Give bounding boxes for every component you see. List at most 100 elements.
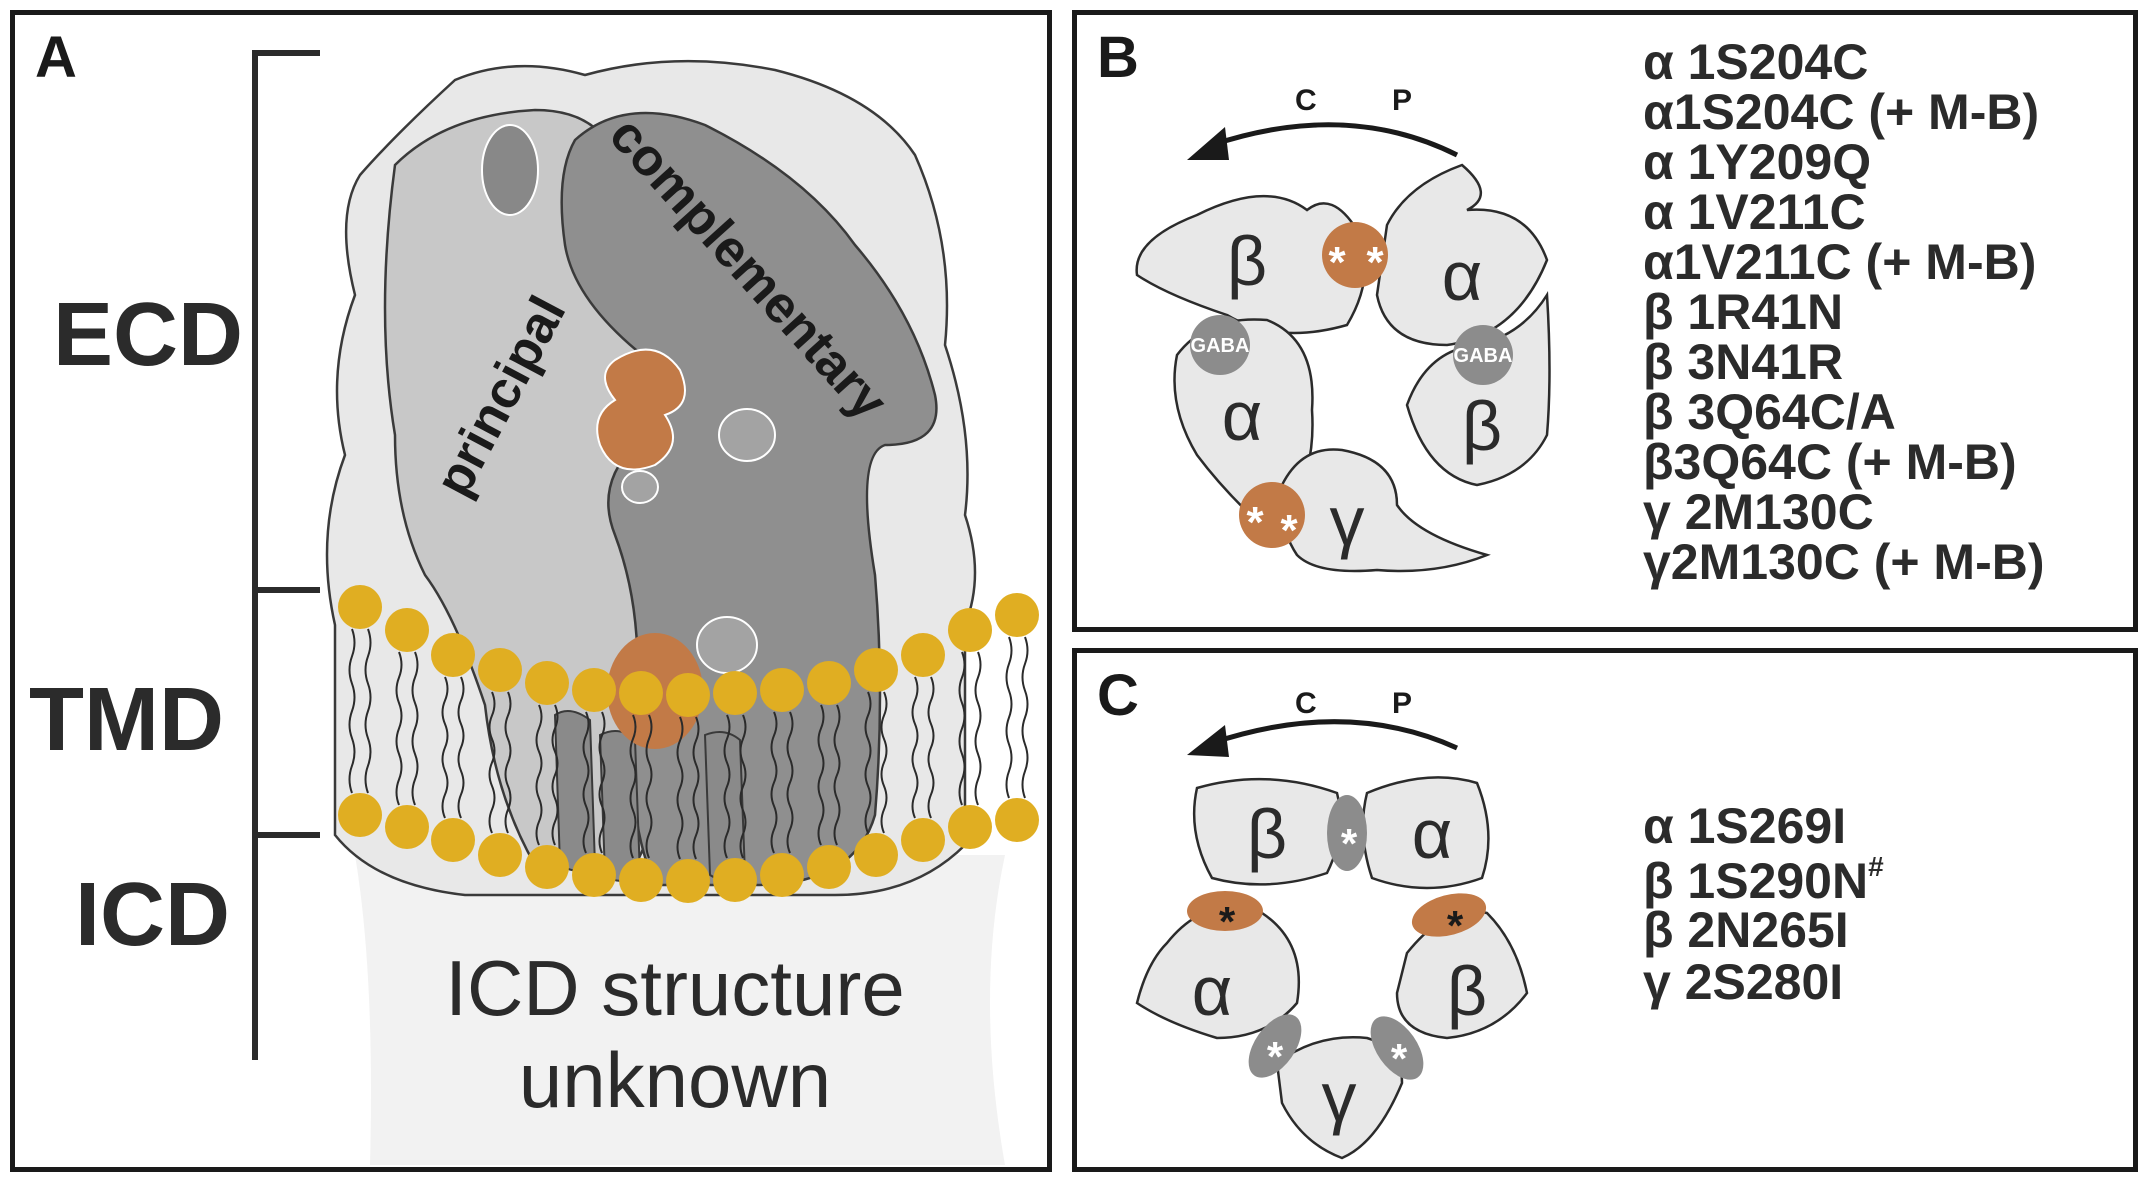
lipid-tail [911,676,919,819]
site-gamma-beta-interface [1370,1016,1424,1080]
tmd-pocket [696,616,758,674]
site-alpha-gamma-interface [1248,1014,1302,1078]
lipid-tail [441,676,449,819]
lipid-heads-lower [338,793,1039,903]
asterisk: * [1328,238,1346,287]
glyph-alpha-left: α [1222,377,1262,455]
lipid-head [385,608,429,652]
lipid-head [619,858,663,902]
mutation-label: β 3N41R [1643,334,1844,390]
lipid-head [995,798,1039,842]
lipid-head [713,671,757,715]
lipid-tail [833,704,841,846]
mutation-label: α 1S204C [1643,34,1869,90]
lipid-head [854,833,898,877]
lipid-tail [598,711,606,854]
glyph-alpha-top: α [1412,795,1452,873]
lipid-head [760,668,804,712]
footnote-mark: # [1868,851,1884,882]
lipid-tail [364,628,372,794]
glyph-alpha-top: α [1442,237,1482,315]
lipid-head [338,793,382,837]
icd-shadow [355,855,1005,1165]
lipid-tail [958,651,966,806]
lipid-head [807,845,851,889]
asterisk: * [1447,902,1464,949]
lipid-tail [817,704,825,846]
lipid-tail [880,691,888,834]
rotation-arrowhead [1187,127,1229,160]
subunit-beta-top [1135,195,1367,335]
lipid-tail [723,714,731,859]
lipid-tail [739,714,747,859]
lipid-tail [1005,636,1013,799]
lipid-head [901,818,945,862]
mutation-label: γ2M130C (+ M-B) [1643,534,2045,590]
lipid-head [525,845,569,889]
asterisk: * [1267,1033,1284,1080]
panel-a: A ECD TMD ICD [10,10,1052,1172]
lipid-head [901,633,945,677]
rotation-label-p: P [1392,84,1412,117]
mutation-label: β 1R41N [1643,284,1844,340]
site-alpha-gamma-interface [1239,482,1305,548]
lipid-head [666,859,710,903]
lipid-tail [457,676,465,819]
gaba-site-left [1190,315,1250,375]
region-label-icd: ICD [75,865,230,965]
rotation-label-p: P [1392,687,1412,720]
lipid-head [431,818,475,862]
panel-a-diagram: A ECD TMD ICD [29,25,1039,1165]
glyph-beta-right: β [1447,952,1487,1030]
site-beta-alpha-left-interface [1187,891,1263,931]
mutation-label: β3Q64C (+ M-B) [1643,434,2017,490]
site-beta-alpha-interface [1322,222,1388,288]
mutation-label: γ 2M130C [1643,484,1874,540]
lipid-head [948,608,992,652]
lipid-head [854,648,898,692]
lipid-head [995,593,1039,637]
lipid-tail [770,711,778,854]
lipid-head [619,671,663,715]
panel-c-diagram: C C P β α α β γ * * * * * [1097,663,1529,1160]
region-label-tmd: TMD [29,670,224,770]
icd-note-line-1: ICD structure [445,944,904,1032]
lipid-head [431,633,475,677]
lipid-tail [974,651,982,806]
lipid-head [525,661,569,705]
rotation-label-c: C [1295,687,1317,720]
ecd-pocket-3 [621,470,659,504]
lipid-head [572,668,616,712]
subunit-gamma [1275,1036,1404,1160]
lipid-tails [348,628,1029,860]
lipid-tail [535,704,543,846]
lipid-tail [551,704,559,846]
lipid-head [478,648,522,692]
rotation-label-c: C [1295,84,1317,117]
site-alpha-beta-right-interface [1411,893,1487,937]
lipid-tail [927,676,935,819]
subunit-alpha-top [1361,776,1490,890]
asterisk: * [1280,506,1298,555]
gaba-site-left-label: GABA [1191,335,1250,357]
ecd-pocket-1 [481,124,539,216]
lipid-head [338,585,382,629]
subunit-gamma [1279,448,1491,573]
lipid-tail [395,651,403,806]
gaba-binding-site [596,348,686,471]
glyph-gamma: γ [1322,1058,1357,1136]
asterisk: * [1246,498,1264,547]
mutation-label: α 1Y209Q [1643,134,1872,190]
lipid-head [760,853,804,897]
site-beta-alpha-interface [1327,795,1367,871]
lipid-heads-upper [338,585,1039,717]
glyph-beta-top: β [1227,222,1267,300]
panel-c-label: C [1097,663,1139,728]
lipid-tail [1021,636,1029,799]
lipid-tail [692,716,700,860]
glyph-gamma: γ [1330,482,1365,560]
panel-b: B C P β α α β γ GABA GABA * * * * [1072,10,2138,632]
rotation-arrowhead [1187,725,1229,757]
lipid-head [948,805,992,849]
gaba-site-right [1453,325,1513,385]
